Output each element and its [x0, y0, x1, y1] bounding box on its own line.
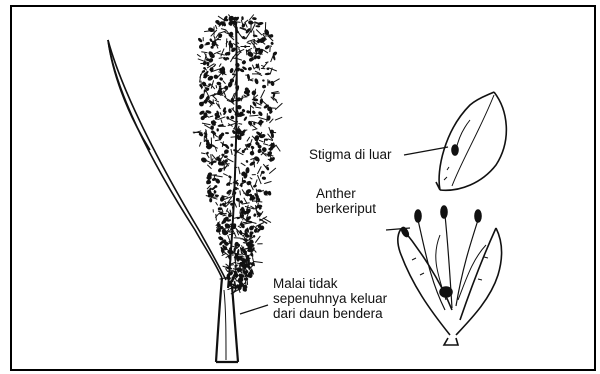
- label-malai-line-1: Malai tidak: [273, 276, 387, 291]
- label-malai-line-2: sepenuhnya keluar: [273, 291, 387, 306]
- panicle: [193, 14, 283, 294]
- label-panicle-not-exserted: Malai tidak sepenuhnya keluar dari daun …: [273, 276, 387, 321]
- label-stigma-outside: Stigma di luar: [309, 147, 392, 162]
- spikelet-anther: [398, 206, 502, 345]
- label-anther-line-2: berkeriput: [316, 201, 376, 216]
- spikelet-stigma: [436, 92, 506, 190]
- leader-line-malai: [240, 305, 268, 314]
- label-anther-line-1: Anther: [316, 186, 376, 201]
- label-malai-line-3: dari daun bendera: [273, 306, 387, 321]
- leader-line-stigma: [404, 147, 448, 155]
- label-shriveled-anther: Anther berkeriput: [316, 186, 376, 216]
